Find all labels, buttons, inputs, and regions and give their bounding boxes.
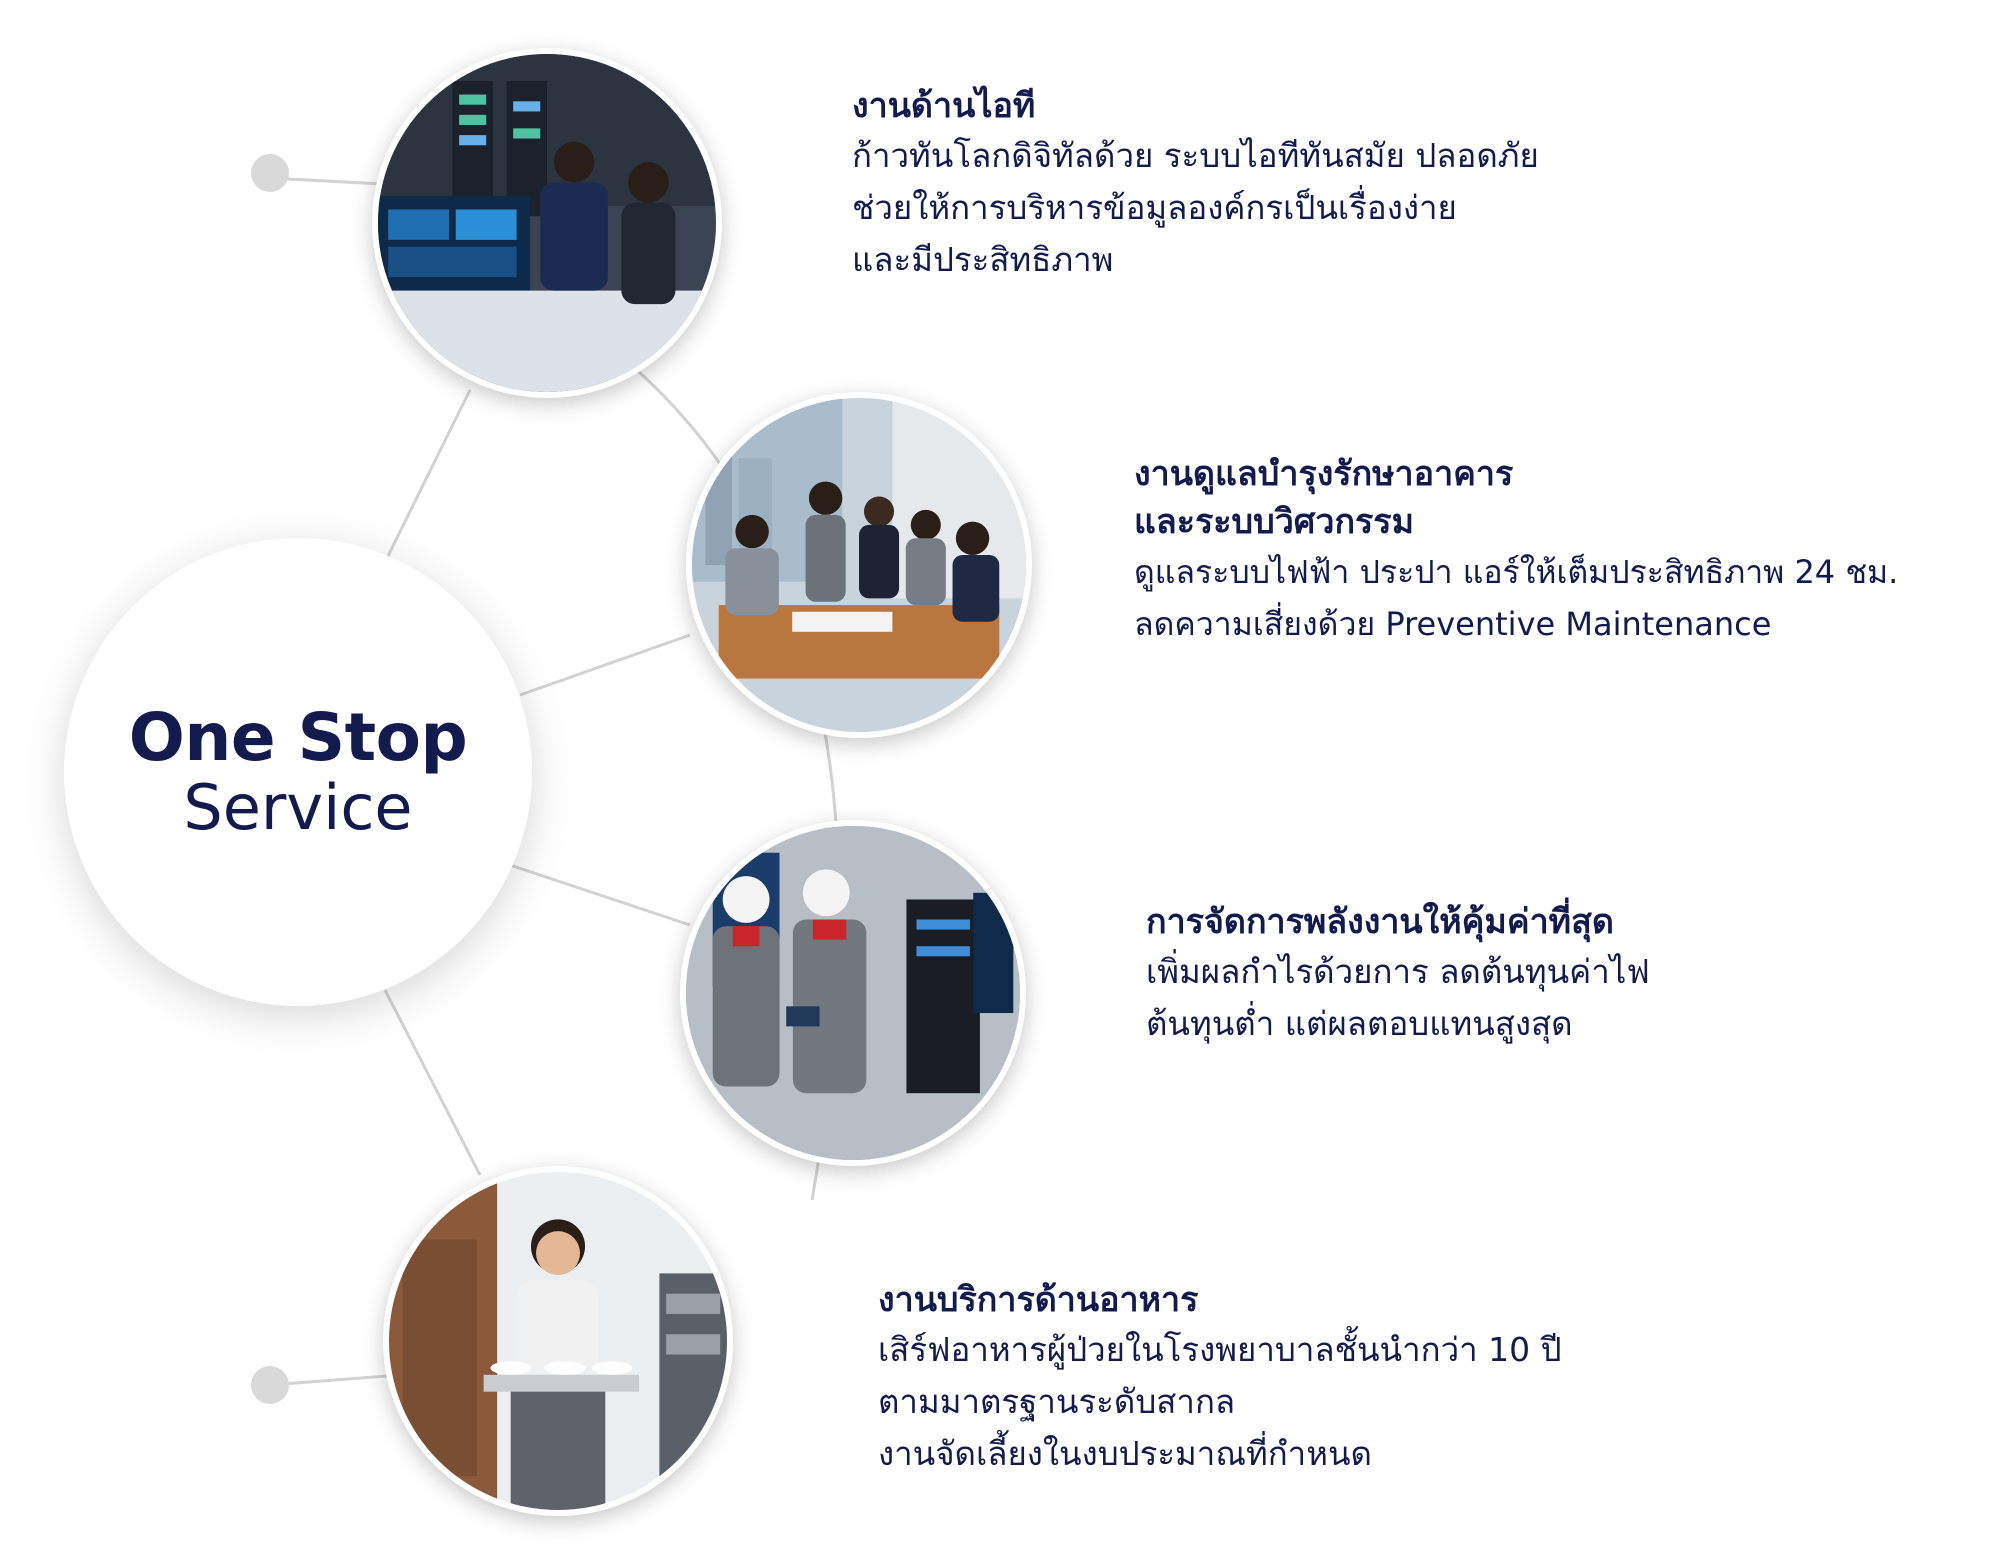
connector-line — [269, 1373, 401, 1387]
hub-title: One Stop — [128, 699, 468, 777]
hub-subtitle: Service — [183, 770, 413, 844]
connector-node — [251, 154, 289, 192]
connector-line — [509, 863, 691, 927]
connector-line — [519, 633, 691, 697]
service-description-line: เสิร์ฟอาหารผู้ป่วยในโรงพยาบาลชั้นนำกว่า … — [878, 1330, 1562, 1369]
service-title: และระบบวิศวกรรม — [1134, 502, 1414, 542]
energy-management-photo — [680, 820, 1026, 1166]
building-maintenance-photo — [686, 392, 1032, 738]
service-description-line: เพิ่มผลกำไรด้วยการ ลดต้นทุนค่าไฟ — [1146, 952, 1650, 991]
service-description-line: งานจัดเลี้ยงในงบประมาณที่กำหนด — [878, 1434, 1372, 1473]
service-description-line: ต้นทุนต่ำ แต่ผลตอบแทนสูงสุด — [1146, 1004, 1573, 1043]
service-it: งานด้านไอที ก้าวทันโลกดิจิทัลด้วย ระบบไอ… — [852, 82, 1539, 286]
connector-line — [386, 389, 472, 557]
connector-line — [383, 989, 482, 1176]
service-title: งานบริการด้านอาหาร — [878, 1280, 1199, 1320]
service-description-line: ก้าวทันโลกดิจิทัลด้วย ระบบไอทีทันสมัย ปล… — [852, 136, 1539, 175]
service-description-line: และมีประสิทธิภาพ — [852, 240, 1114, 279]
service-description-line: ช่วยให้การบริหารข้อมูลองค์กรเป็นเรื่องง่… — [852, 188, 1457, 227]
connector-node — [251, 1366, 289, 1404]
service-description-line: ดูแลระบบไฟฟ้า ประปา แอร์ให้เต็มประสิทธิภ… — [1134, 553, 1899, 591]
service-description-line: ตามมาตรฐานระดับสากล — [878, 1382, 1236, 1421]
service-food: งานบริการด้านอาหาร เสิร์ฟอาหารผู้ป่วยในโ… — [878, 1276, 1562, 1480]
service-title: การจัดการพลังงานให้คุ้มค่าที่สุด — [1146, 902, 1614, 942]
service-description-line: ลดความเสี่ยงด้วย Preventive Maintenance — [1134, 605, 1772, 643]
service-energy-management: การจัดการพลังงานให้คุ้มค่าที่สุด เพิ่มผล… — [1146, 898, 1650, 1050]
service-title: งานดูแลบำรุงรักษาอาคาร — [1134, 454, 1514, 494]
food-service-photo — [383, 1166, 733, 1516]
one-stop-hub: One Stop Service — [64, 538, 532, 1006]
service-building-maintenance: งานดูแลบำรุงรักษาอาคาร และระบบวิศวกรรม ด… — [1134, 450, 1898, 650]
it-service-photo — [372, 48, 722, 398]
service-title: งานด้านไอที — [852, 86, 1036, 126]
